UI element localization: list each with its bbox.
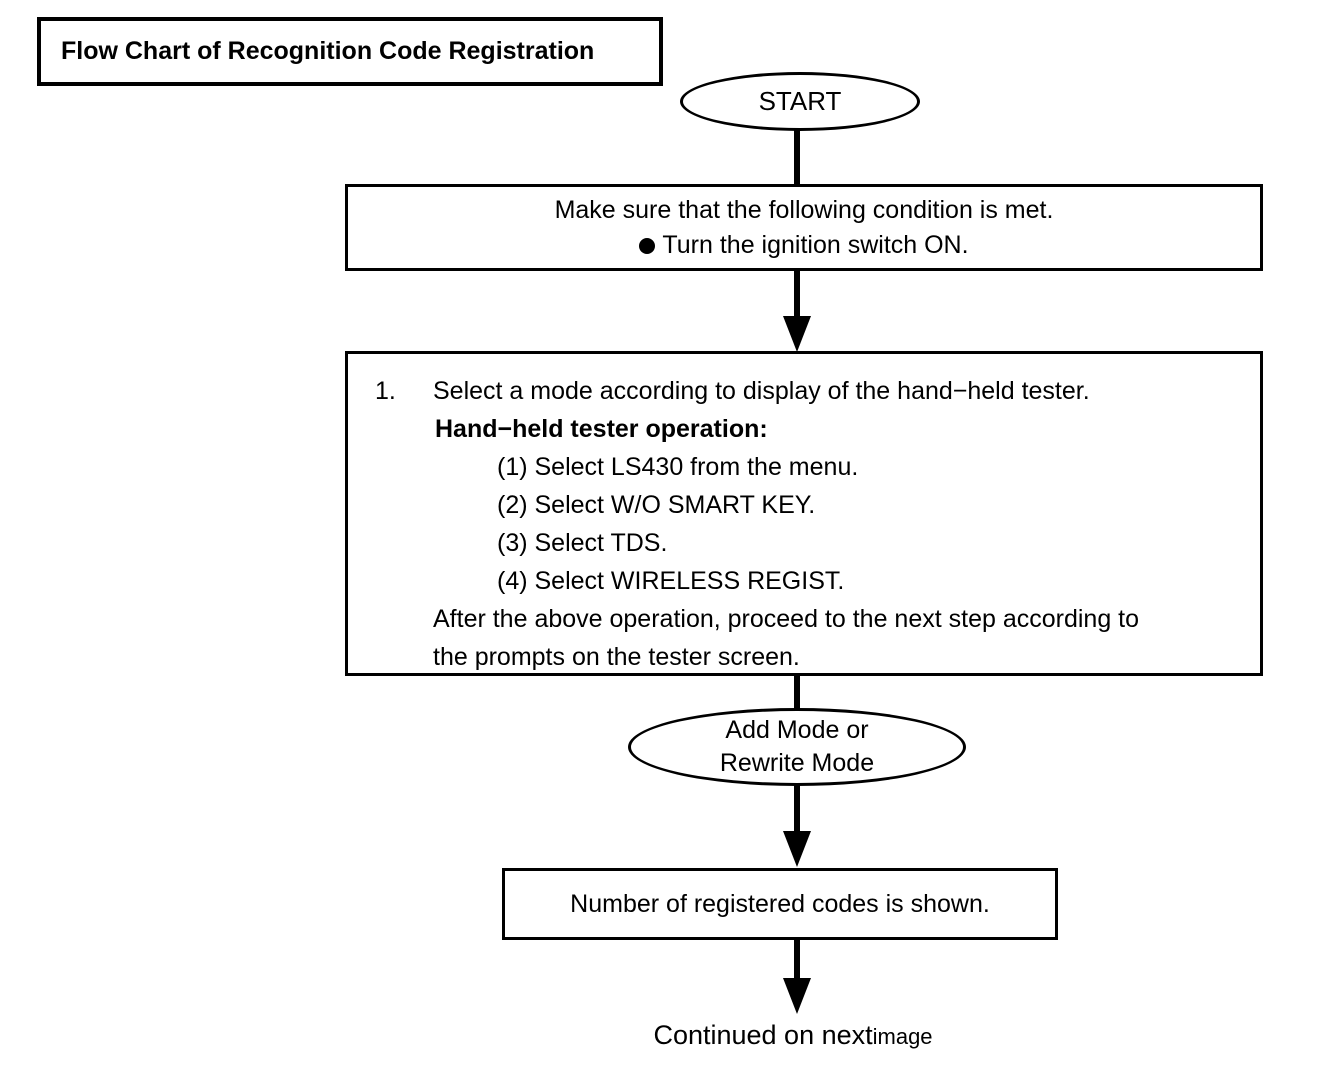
- step1-substep-1: (1) Select LS430 from the menu.: [497, 453, 859, 481]
- condition-line-2-wrapper: Turn the ignition switch ON.: [639, 228, 969, 263]
- arrowhead-down-icon: [783, 978, 811, 1014]
- node-condition: Make sure that the following condition i…: [345, 184, 1263, 271]
- connector-mode-to-result: [794, 783, 800, 833]
- step1-instruction: Select a mode according to display of th…: [433, 377, 1090, 405]
- node-result-label: Number of registered codes is shown.: [570, 889, 990, 918]
- step1-tail-line-2: the prompts on the tester screen.: [433, 643, 800, 671]
- condition-line-1: Make sure that the following condition i…: [554, 195, 1054, 224]
- page-title: Flow Chart of Recognition Code Registrat…: [61, 37, 595, 65]
- continued-footer-inner: Continued on nextimage: [653, 1020, 932, 1051]
- arrowhead-down-icon: [783, 316, 811, 352]
- arrowhead-down-icon: [783, 831, 811, 867]
- step1-substep-3: (3) Select TDS.: [497, 529, 668, 557]
- node-result: Number of registered codes is shown.: [502, 868, 1058, 940]
- step1-substep-4: (4) Select WIRELESS REGIST.: [497, 567, 845, 595]
- chart-title-box: Flow Chart of Recognition Code Registrat…: [37, 17, 663, 86]
- connector-result-to-continued: [794, 938, 800, 980]
- step1-instruction-row: 1. Select a mode according to display of …: [348, 372, 1260, 410]
- continued-target: image: [872, 1024, 933, 1049]
- node-start: START: [680, 72, 920, 131]
- connector-condition-to-step1: [794, 270, 800, 318]
- condition-line-2: Turn the ignition switch ON.: [662, 230, 969, 259]
- connector-start-to-condition: [794, 130, 800, 186]
- node-mode-line-1: Add Mode or: [725, 716, 869, 744]
- step1-tail-line-1: After the above operation, proceed to th…: [433, 605, 1140, 633]
- step1-number: 1.: [375, 377, 396, 405]
- continued-footer: Continued on nextimage: [0, 1020, 1328, 1051]
- node-step1: 1. Select a mode according to display of …: [345, 351, 1263, 676]
- node-mode: Add Mode or Rewrite Mode: [628, 708, 966, 786]
- filled-circle-bullet-icon: [639, 237, 656, 254]
- connector-step1-to-mode: [794, 675, 800, 711]
- continued-label: Continued on next: [653, 1020, 873, 1050]
- step1-subheading: Hand−held tester operation:: [435, 415, 768, 443]
- node-start-label: START: [758, 86, 842, 116]
- step1-substep-2: (2) Select W/O SMART KEY.: [497, 491, 816, 519]
- node-mode-line-2: Rewrite Mode: [719, 749, 875, 777]
